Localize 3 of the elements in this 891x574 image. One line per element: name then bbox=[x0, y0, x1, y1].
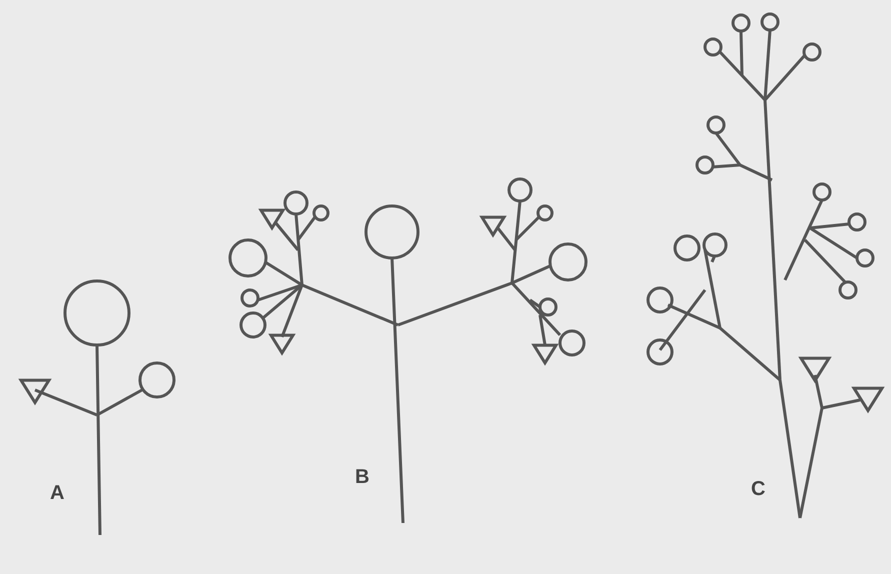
panel-letter: C bbox=[751, 478, 766, 501]
panel-letter: B bbox=[355, 466, 370, 489]
panel-letter: A bbox=[50, 482, 64, 505]
